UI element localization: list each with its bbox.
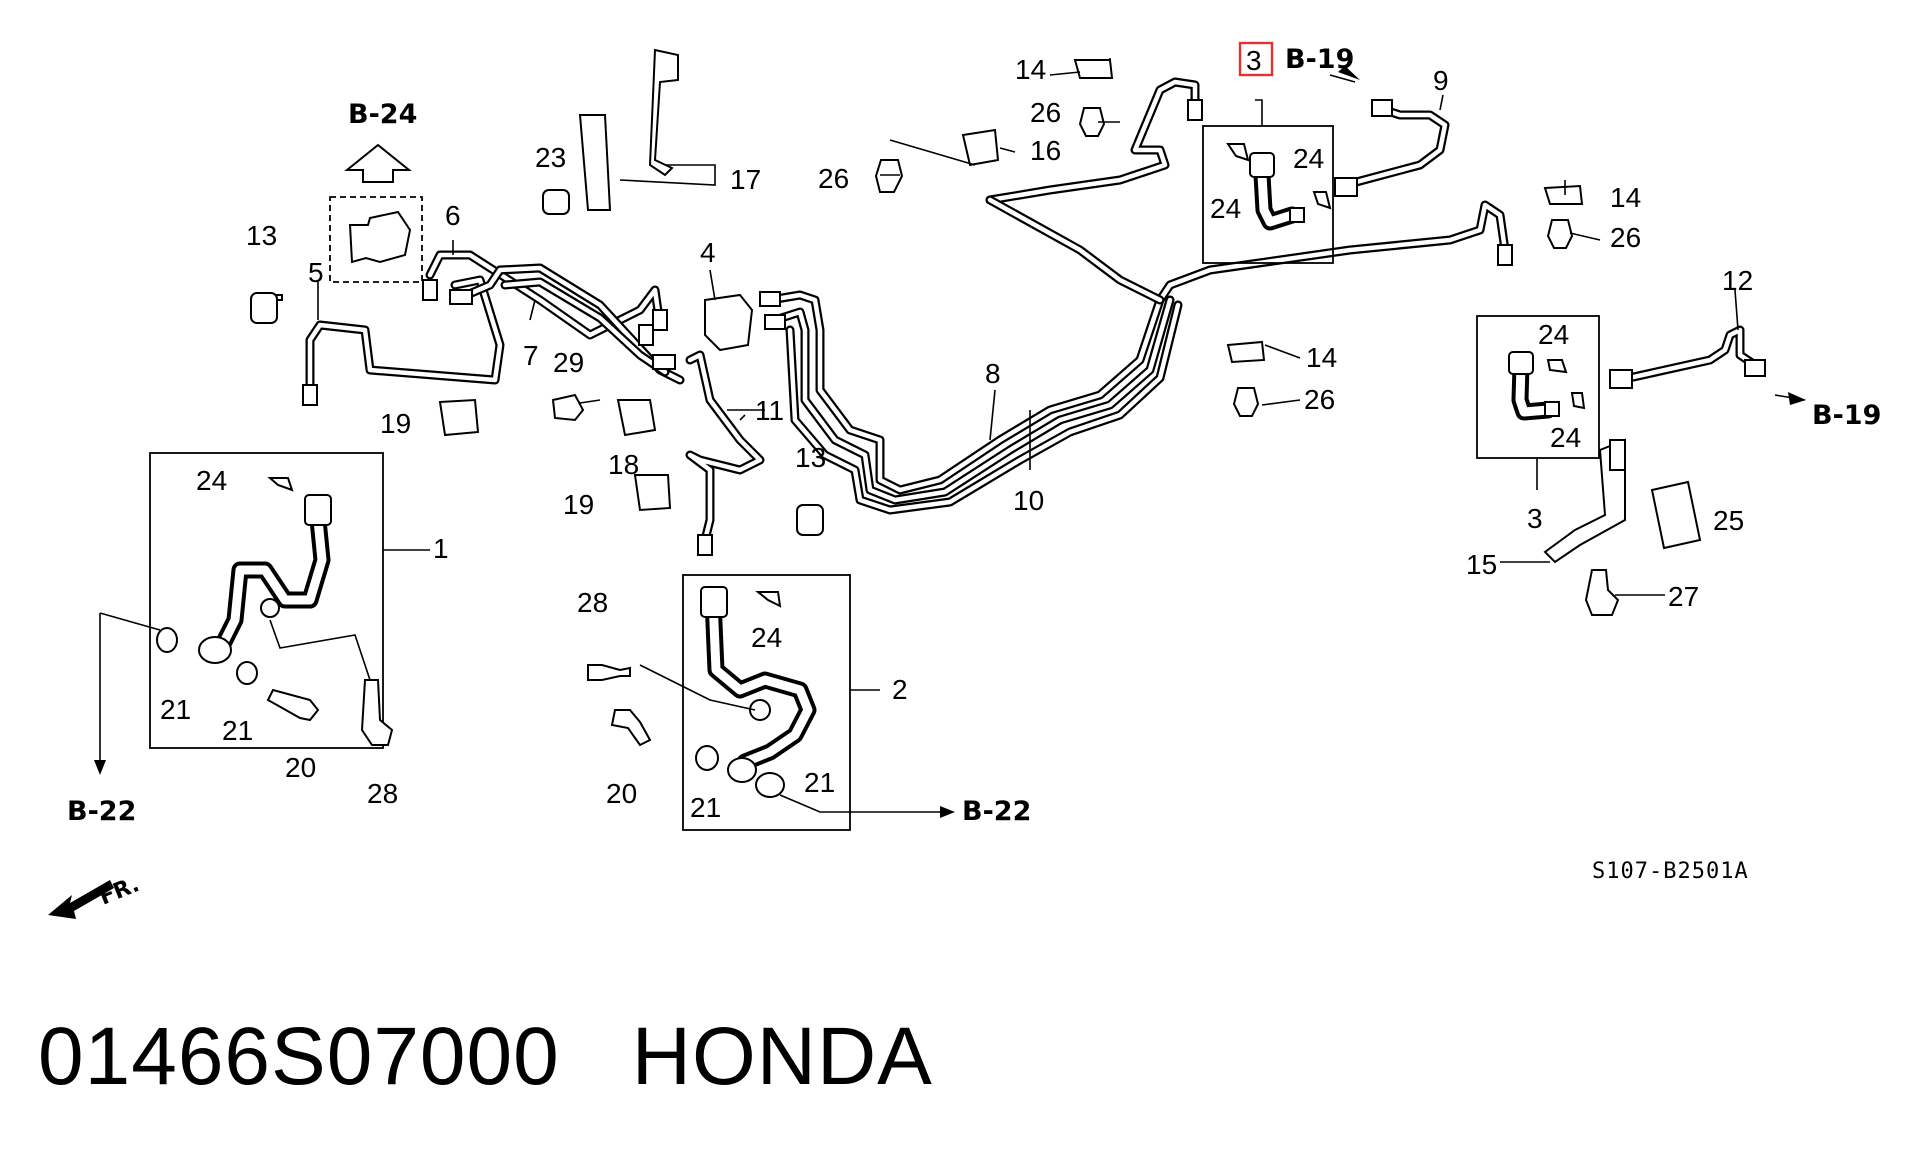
rear-hose-assembly-3-lower	[1476, 315, 1600, 490]
label-28: 28	[577, 587, 608, 618]
label-24: 24	[1210, 193, 1241, 224]
label-19: 19	[380, 408, 411, 439]
rear-hose-assembly-3-upper	[1202, 41, 1334, 264]
reference-callouts: B-24 B-19 B-19 B-22 B-22 FR.	[67, 44, 1881, 911]
diagram-code: S107-B2501A	[1592, 859, 1749, 884]
front-marker: FR.	[96, 872, 143, 910]
label-16: 16	[1030, 135, 1061, 166]
label-26: 26	[1304, 384, 1335, 415]
pipe-fittings	[302, 99, 1766, 556]
part-number-labels: 1 2 3 3 4 5 6 7 8 9 10 11 12 13 13 14 14…	[160, 45, 1753, 823]
label-17: 17	[730, 164, 761, 195]
label-8: 8	[985, 358, 1001, 389]
ref-b22-left: B-22	[67, 796, 136, 827]
label-24: 24	[751, 622, 782, 653]
label-15: 15	[1466, 549, 1497, 580]
label-3: 3	[1527, 503, 1543, 534]
label-20: 20	[285, 752, 316, 783]
label-1: 1	[433, 533, 449, 564]
label-4: 4	[700, 237, 716, 268]
label-10: 10	[1013, 485, 1044, 516]
label-3: 3	[1246, 45, 1262, 76]
ref-b19-top: B-19	[1285, 44, 1354, 75]
label-2: 2	[892, 674, 908, 705]
label-18: 18	[608, 449, 639, 480]
label-7: 7	[523, 340, 539, 371]
label-24: 24	[196, 465, 227, 496]
label-25: 25	[1713, 505, 1744, 536]
highlight-box	[1238, 41, 1274, 77]
brake-pipes	[305, 77, 1760, 545]
label-26: 26	[1030, 97, 1061, 128]
label-11: 11	[755, 395, 784, 426]
label-9: 9	[1433, 65, 1449, 96]
front-hose-assembly-1	[99, 294, 430, 770]
footer-brand: HONDA	[631, 1011, 933, 1102]
label-12: 12	[1722, 265, 1753, 296]
label-21: 21	[160, 694, 191, 725]
label-24: 24	[1538, 319, 1569, 350]
label-14: 14	[1015, 54, 1046, 85]
front-hose-assembly-2	[587, 574, 945, 831]
label-19: 19	[563, 489, 594, 520]
label-5: 5	[308, 257, 324, 288]
front-direction-arrow-icon	[48, 880, 114, 919]
label-14: 14	[1610, 182, 1641, 213]
label-13: 13	[795, 442, 826, 473]
footer-part-number: 01466S07000	[38, 1011, 560, 1102]
ref-b24: B-24	[348, 99, 417, 130]
label-21: 21	[690, 792, 721, 823]
label-26: 26	[1610, 222, 1641, 253]
label-29: 29	[553, 347, 584, 378]
label-21: 21	[222, 715, 253, 746]
misc-parts	[250, 48, 1806, 616]
label-24: 24	[1293, 143, 1324, 174]
ref-b19-right: B-19	[1812, 400, 1881, 431]
label-21: 21	[804, 767, 835, 798]
label-28: 28	[367, 778, 398, 809]
label-20: 20	[606, 778, 637, 809]
reference-arrows	[94, 66, 1806, 818]
label-24: 24	[1550, 422, 1581, 453]
label-13: 13	[246, 220, 277, 251]
label-26: 26	[818, 163, 849, 194]
footer-caption: 01466S07000 HONDA	[38, 1010, 1005, 1104]
label-14: 14	[1306, 342, 1337, 373]
ref-b22-bottom: B-22	[962, 796, 1031, 827]
label-23: 23	[535, 142, 566, 173]
label-27: 27	[1668, 581, 1699, 612]
label-6: 6	[445, 200, 461, 231]
